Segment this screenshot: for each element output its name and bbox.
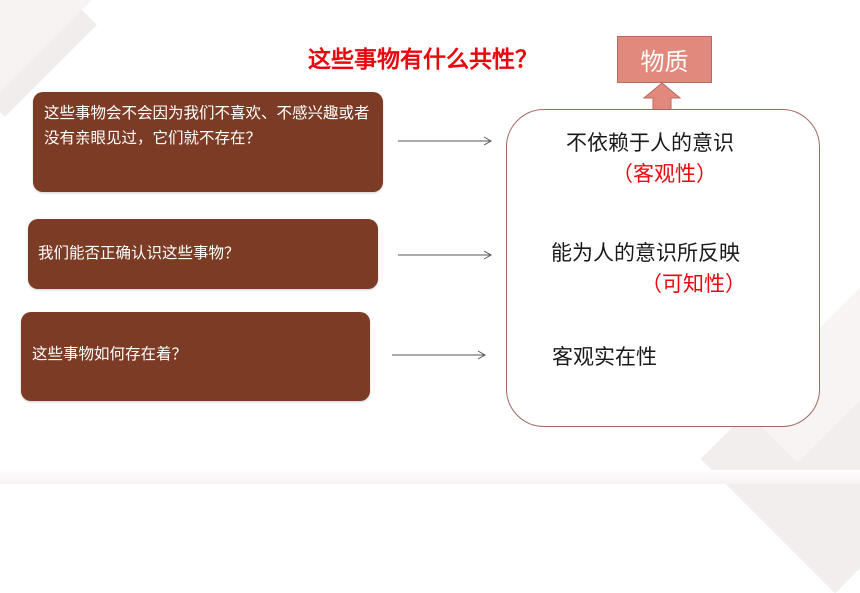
answer-reflected-by-consciousness: 能为人的意识所反映 bbox=[551, 241, 740, 265]
answer-knowability-label: （可知性） bbox=[641, 272, 746, 296]
answer-independent-of-consciousness: 不依赖于人的意识 bbox=[566, 131, 734, 155]
question-box-2: 我们能否正确认识这些事物？ bbox=[28, 219, 378, 289]
corner-decoration-top-left-inner bbox=[0, 0, 102, 97]
arrow-right-icon bbox=[398, 250, 493, 260]
bottom-shade bbox=[0, 470, 860, 484]
arrow-right-icon bbox=[398, 136, 493, 146]
question-box-3: 这些事物如何存在着？ bbox=[21, 312, 370, 401]
arrow-right-icon bbox=[392, 350, 487, 360]
answers-panel bbox=[506, 109, 820, 427]
answer-objective-reality: 客观实在性 bbox=[552, 345, 657, 369]
answer-objectivity-label: （客观性） bbox=[612, 162, 717, 186]
slide-title: 这些事物有什么共性？ bbox=[308, 46, 538, 73]
question-box-1: 这些事物会不会因为我们不喜欢、不感兴趣或者没有亲眼见过，它们就不存在？ bbox=[33, 92, 383, 192]
matter-label-box: 物质 bbox=[617, 36, 712, 83]
